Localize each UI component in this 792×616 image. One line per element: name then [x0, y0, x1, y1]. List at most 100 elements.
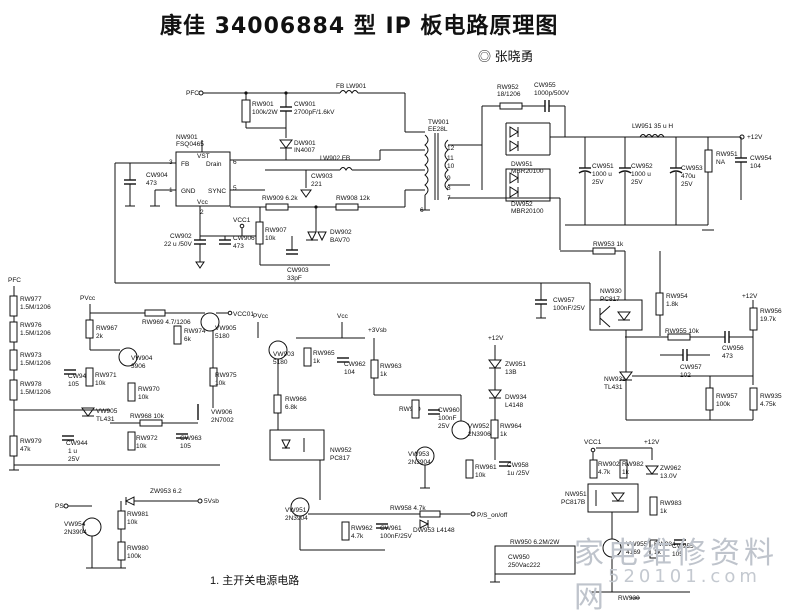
nw930-ref: NW930 [600, 288, 622, 295]
plus12v-label-3: +12V [488, 335, 504, 342]
plus3vsb-label: +3Vsb [368, 327, 387, 334]
rw902-ref: RW902 [598, 461, 620, 468]
watermark-site-name: 家电维修资料网 [574, 536, 778, 615]
nw952-part: PC817 [330, 455, 350, 462]
rw958-label: RW958 4.7k [390, 505, 426, 512]
cw950-ref: CW950 [508, 554, 530, 561]
dw951-ref: DW951 [511, 161, 533, 168]
ps-on-off-label: P/S_on/off [477, 512, 507, 519]
rw956-ref: RW956 [760, 308, 782, 315]
nw901-pin-fb: FB [181, 161, 189, 168]
vw905b-value: TL431 [96, 416, 115, 423]
vw954-value: 2N3904 [64, 529, 87, 536]
vcc1b-label: VCC1 [584, 439, 602, 446]
cw955-value: 1000p/500V [534, 90, 570, 97]
zw962-value: 13.0V [660, 473, 678, 480]
rw965-ref: RW965 [313, 350, 335, 357]
vw904-ref: VW904 [131, 355, 153, 362]
vw905b-ref: VW905 [96, 408, 118, 415]
rw975-value: 10k [215, 380, 226, 387]
cw951-ref: CW951 [592, 163, 614, 170]
vw906-ref: VW906 [211, 409, 233, 416]
cw955b-ref: CW955 [672, 543, 694, 550]
cw955b-value: 105 [672, 551, 683, 558]
vw952-value: 2N3906 [468, 431, 491, 438]
vw904-value: 3906 [131, 363, 146, 370]
cw956-value: 473 [722, 353, 733, 360]
nw901-pin-vcc: Vcc [197, 199, 209, 206]
vw903-value: 5180 [273, 359, 288, 366]
rw982-ref: RW982 [622, 461, 644, 468]
cw903a-value: 221 [311, 181, 322, 188]
cw960-value: 100nF [438, 415, 456, 422]
rw971-value: 10k [95, 380, 106, 387]
ps-control-block: PS ZW953 6.2 5Vsb VW954 2N3904 RW981 10k… [55, 488, 219, 569]
cw903a-ref: CW903 [311, 173, 333, 180]
rw962-ref: RW962 [351, 525, 373, 532]
rw954-ref: RW954 [666, 293, 688, 300]
rw907-value: 10k [265, 235, 276, 242]
cw960-ref: CW960 [438, 407, 460, 414]
cw952-value: 1000 u [631, 171, 651, 178]
rw979-value: 47k [20, 446, 31, 453]
rw909-label: RW909 6.2k [262, 195, 298, 202]
tw-pin-11: 11 [447, 155, 454, 162]
primary-controller-block: PFC FB LW901 RW901 100k/2W CW901 2700pF/… [114, 83, 425, 283]
cw902-ref: CW902 [170, 233, 192, 240]
rw962-value: 4.7k [351, 533, 364, 540]
cw957b-ref: CW957 [680, 364, 702, 371]
vw951-ref: VW951 [285, 507, 307, 514]
cw963-ref: CW963 [180, 435, 202, 442]
rw951-value: NA [716, 159, 726, 166]
rw964-ref: RW964 [500, 423, 522, 430]
cw952-ref: CW952 [631, 163, 653, 170]
cw903-value: 33pF [287, 275, 302, 282]
vcc1-label: VCC1 [233, 217, 251, 224]
author-credit: ◎ 张晓勇 [478, 49, 534, 64]
rw963-value: 1k [380, 371, 388, 378]
plus12b-label: +12V [644, 439, 660, 446]
rw964-value: 1k [500, 431, 508, 438]
rw977-value: 1.5M/1206 [20, 304, 51, 311]
rw972-value: 10k [136, 443, 147, 450]
cw951-volt: 25V [592, 179, 604, 186]
standby-output-block: RW950 6.2M/2W CW950 250Vac222 VCC1 RW902… [490, 439, 694, 602]
cw944-ref: CW944 [66, 440, 88, 447]
cw901-ref: CW901 [294, 101, 316, 108]
cw962-value: 104 [344, 369, 355, 376]
rw978-value: 1.5M/1206 [20, 389, 51, 396]
rw969-label: RW969 4.7/1206 [142, 319, 191, 326]
vw952-ref: VW952 [468, 423, 490, 430]
rw974-ref: RW974 [184, 328, 206, 335]
standby-control-block: PVcc VW903 5180 Vcc RW965 1k CW962 104 +… [253, 313, 530, 551]
cw963-value: 105 [180, 443, 191, 450]
rw966-ref: RW966 [285, 396, 307, 403]
cw906-value: 473 [233, 243, 244, 250]
rw973-value: 1.5M/1206 [20, 360, 51, 367]
rw967-value: 2k [96, 333, 104, 340]
pfc-divider-block: PFC RW977 1.5M/1206 RW976 1.5M/1206 RW97… [8, 277, 254, 471]
rw961-ref: RW961 [475, 464, 497, 471]
dw953-label: DW953 L4148 [413, 527, 455, 534]
pvcc-label: PVcc [80, 295, 96, 302]
rw935-ref: RW935 [760, 393, 782, 400]
cw903-ref: CW903 [287, 267, 309, 274]
cw953-value: 470u [681, 173, 696, 180]
nw901-pin-vst: VST [197, 153, 210, 160]
ps-label: PS [55, 503, 64, 510]
lw901-label: FB LW901 [336, 83, 367, 90]
tw-pin-8: 8 [447, 185, 451, 192]
cw950-value: 250Vac222 [508, 562, 541, 569]
rw973-ref: RW973 [20, 352, 42, 359]
dw952-ref: DW952 [511, 201, 533, 208]
lw951-label: LW951 35 u H [632, 123, 673, 130]
vcc-label: Vcc [337, 313, 349, 320]
rw977-ref: RW977 [20, 296, 42, 303]
rw970-ref: RW970 [138, 386, 160, 393]
pfc-input-label: PFC [186, 90, 199, 97]
rw970-value: 10k [138, 394, 149, 401]
rw957-ref: RW957 [716, 393, 738, 400]
cw902-value: 22 u /50V [164, 241, 192, 248]
rw981-ref: RW981 [127, 511, 149, 518]
